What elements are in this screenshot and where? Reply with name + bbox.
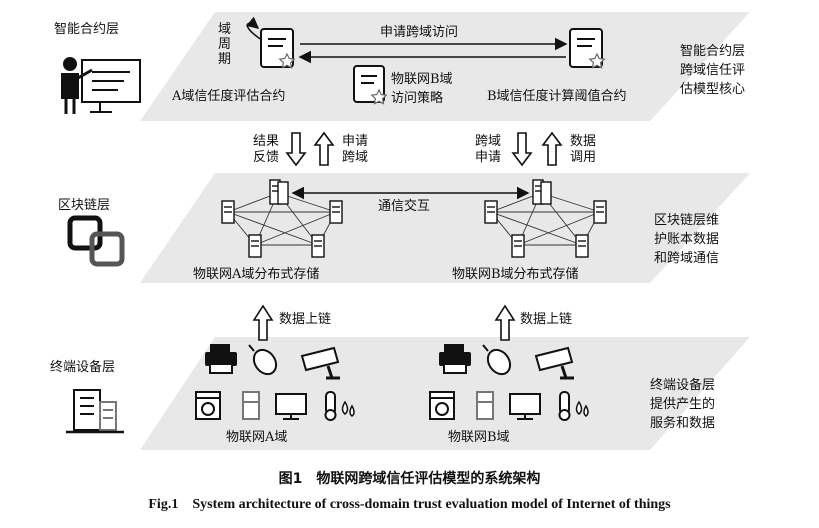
server-icon xyxy=(269,179,289,205)
monitor-icon xyxy=(509,393,541,420)
presenter-icon xyxy=(61,57,141,114)
comm-label: 通信交互 xyxy=(378,199,431,214)
blockchain-icon xyxy=(67,215,125,267)
down-arrow-left xyxy=(285,132,307,167)
upload-a-label: 数据上链 xyxy=(279,312,332,327)
cycle-label: 域周期 xyxy=(218,22,232,67)
upload-arrow-a xyxy=(252,304,274,341)
server-icon xyxy=(329,200,343,224)
right-down-label: 跨域申请 xyxy=(475,134,502,165)
right-up-label: 数据调用 xyxy=(570,134,597,165)
up-arrow-left xyxy=(313,131,335,166)
figure-caption-en: Fig.1 System architecture of cross-domain… xyxy=(0,497,819,513)
storage-b-label: 物联网B域分布式存储 xyxy=(452,267,579,282)
request-label: 申请跨域访问 xyxy=(380,25,459,40)
upload-arrow-b xyxy=(494,304,516,341)
policy-icon xyxy=(353,65,388,105)
server-icon xyxy=(221,200,235,224)
down-arrow-right xyxy=(511,132,533,167)
server-icon xyxy=(511,234,525,258)
up-arrow-right xyxy=(541,131,563,166)
terminal-device-icon xyxy=(66,389,124,434)
server-icon xyxy=(311,234,325,258)
figure-number: Fig.1 xyxy=(148,497,179,512)
contract-layer-desc: 智能合约层跨域信任评估模型核心 xyxy=(680,44,746,97)
mouse-icon xyxy=(248,344,278,376)
server-icon xyxy=(484,200,498,224)
sensor-icon xyxy=(324,391,355,421)
mouse-icon xyxy=(482,344,512,376)
contract-a-icon xyxy=(260,28,296,69)
domain-b-devices xyxy=(429,344,589,421)
contract-b-icon xyxy=(569,28,606,69)
domain-a-label: 物联网A域 xyxy=(226,430,288,445)
monitor-icon xyxy=(275,393,307,420)
sensor-icon xyxy=(558,391,589,421)
server-icon xyxy=(248,234,262,258)
policy-label: 物联网B域访问策略 xyxy=(391,72,453,106)
storage-a-label: 物联网A域分布式存储 xyxy=(193,267,320,282)
washer-icon xyxy=(429,391,455,420)
left-down-label: 结果反馈 xyxy=(253,134,280,165)
figure-caption-cn: 图1 物联网跨域信任评估模型的系统架构 xyxy=(278,471,541,487)
device-layer-desc: 终端设备层提供产生的服务和数据 xyxy=(650,378,716,431)
left-up-label: 申请跨域 xyxy=(342,134,369,165)
server-icon xyxy=(575,234,589,258)
upload-b-label: 数据上链 xyxy=(520,312,573,327)
camera-icon xyxy=(300,346,340,380)
cycle-loop-icon xyxy=(246,16,263,41)
washer-icon xyxy=(195,391,221,420)
fridge-icon xyxy=(476,391,494,420)
server-icon xyxy=(593,200,607,224)
fridge-icon xyxy=(242,391,260,420)
server-icon xyxy=(532,179,552,205)
contract-b-label: B域信任度计算阈值合约 xyxy=(487,89,627,104)
figure-title-en: System architecture of cross-domain trus… xyxy=(192,497,671,512)
printer-icon xyxy=(205,344,237,374)
printer-icon xyxy=(439,344,471,374)
contract-layer-name: 智能合约层 xyxy=(54,22,120,37)
contract-a-label: A域信任度评估合约 xyxy=(172,89,286,104)
camera-icon xyxy=(534,346,574,380)
chain-layer-name: 区块链层 xyxy=(58,198,111,213)
domain-a-devices xyxy=(195,344,355,421)
domain-b-label: 物联网B域 xyxy=(448,430,510,445)
device-layer-name: 终端设备层 xyxy=(50,360,116,375)
chain-layer-desc: 区块链层维护账本数据和跨域通信 xyxy=(654,213,720,266)
